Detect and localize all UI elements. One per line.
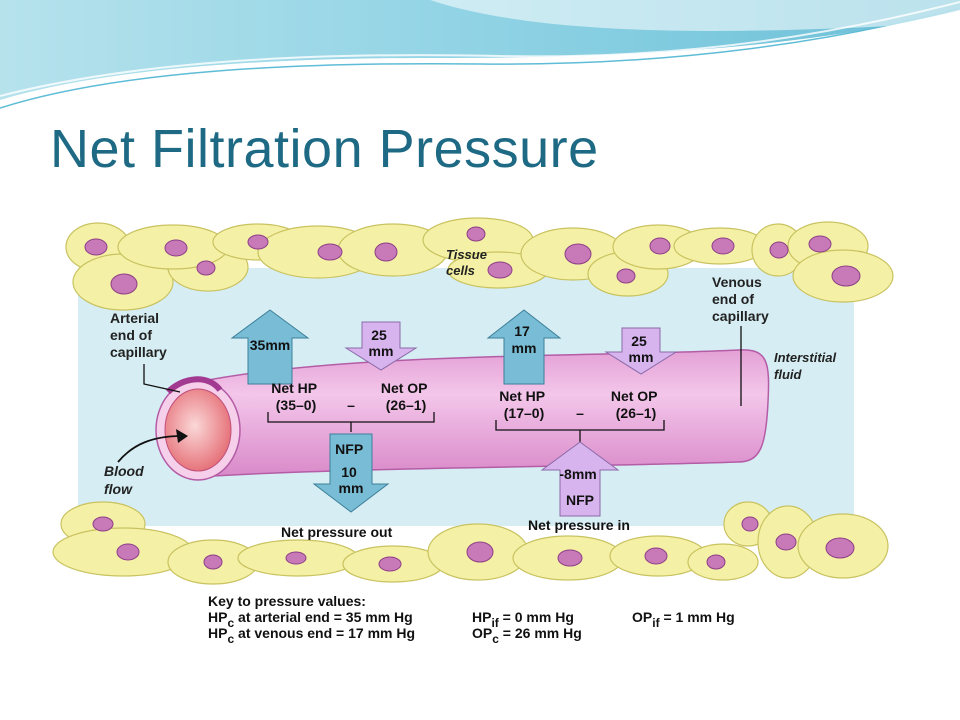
arterial-end-label: Arterial end of capillary	[110, 310, 167, 360]
bottom-tissue-cells	[52, 501, 889, 585]
top-tissue-cells	[65, 217, 894, 311]
slide-title: Net Filtration Pressure	[50, 119, 599, 179]
arterial-nfp-label: NFP 10 mm	[335, 441, 367, 496]
blood-flow-arrowhead	[176, 429, 188, 443]
venous-bracket	[495, 420, 665, 442]
venous-nfp-label: -8mm NFP	[559, 466, 600, 508]
venous-net-op: Net OP (26–1)	[611, 388, 661, 421]
arterial-bracket	[267, 412, 435, 432]
venous-hp-arrow-label: 17 mm	[512, 323, 537, 356]
header-swoosh-decoration	[0, 0, 960, 109]
blood-flow-arrow	[117, 435, 183, 463]
venous-hp-up-arrow	[486, 309, 562, 385]
key-hpc-arterial: HPc at arterial end = 35 mm Hg	[208, 609, 413, 630]
net-filtration-diagram: Tissue cells Arterial end of capillary B…	[52, 217, 894, 646]
arterial-op-down-arrow	[344, 321, 418, 371]
arterial-op-arrow-label: 25 mm	[369, 327, 394, 359]
key-opif: OPif = 1 mm Hg	[632, 609, 735, 630]
venous-end-label: Venous end of capillary	[712, 274, 769, 324]
venous-nfp-up-arrow	[540, 441, 620, 517]
pressure-key: Key to pressure values: HPc at arterial …	[208, 593, 735, 646]
key-hpif: HPif = 0 mm Hg	[472, 609, 574, 630]
arterial-minus-sign: –	[347, 397, 355, 413]
venous-op-down-arrow	[604, 327, 678, 375]
net-pressure-in-label: Net pressure in	[528, 517, 630, 533]
venous-minus-sign: –	[576, 405, 584, 421]
blood-flow-label: Blood flow	[104, 463, 148, 497]
venous-net-hp: Net HP (17–0)	[499, 388, 549, 421]
venous-op-arrow-label: 25 mm	[629, 333, 654, 365]
arterial-hp-up-arrow	[230, 309, 310, 385]
arterial-nfp-down-arrow	[312, 433, 390, 513]
key-title: Key to pressure values:	[208, 593, 366, 609]
net-pressure-out-label: Net pressure out	[281, 524, 393, 540]
interstitial-fluid-label: Interstitial fluid	[774, 350, 840, 382]
arterial-end-leader-line	[143, 364, 181, 393]
key-hpc-venous: HPc at venous end = 17 mm Hg	[208, 625, 415, 646]
arterial-net-op: Net OP (26–1)	[381, 380, 431, 413]
key-opc: OPc = 26 mm Hg	[472, 625, 582, 646]
arterial-net-hp: Net HP (35–0)	[271, 380, 321, 413]
arterial-hp-arrow-label: 35mm	[250, 337, 290, 353]
tissue-cells-label: Tissue cells	[446, 247, 491, 278]
